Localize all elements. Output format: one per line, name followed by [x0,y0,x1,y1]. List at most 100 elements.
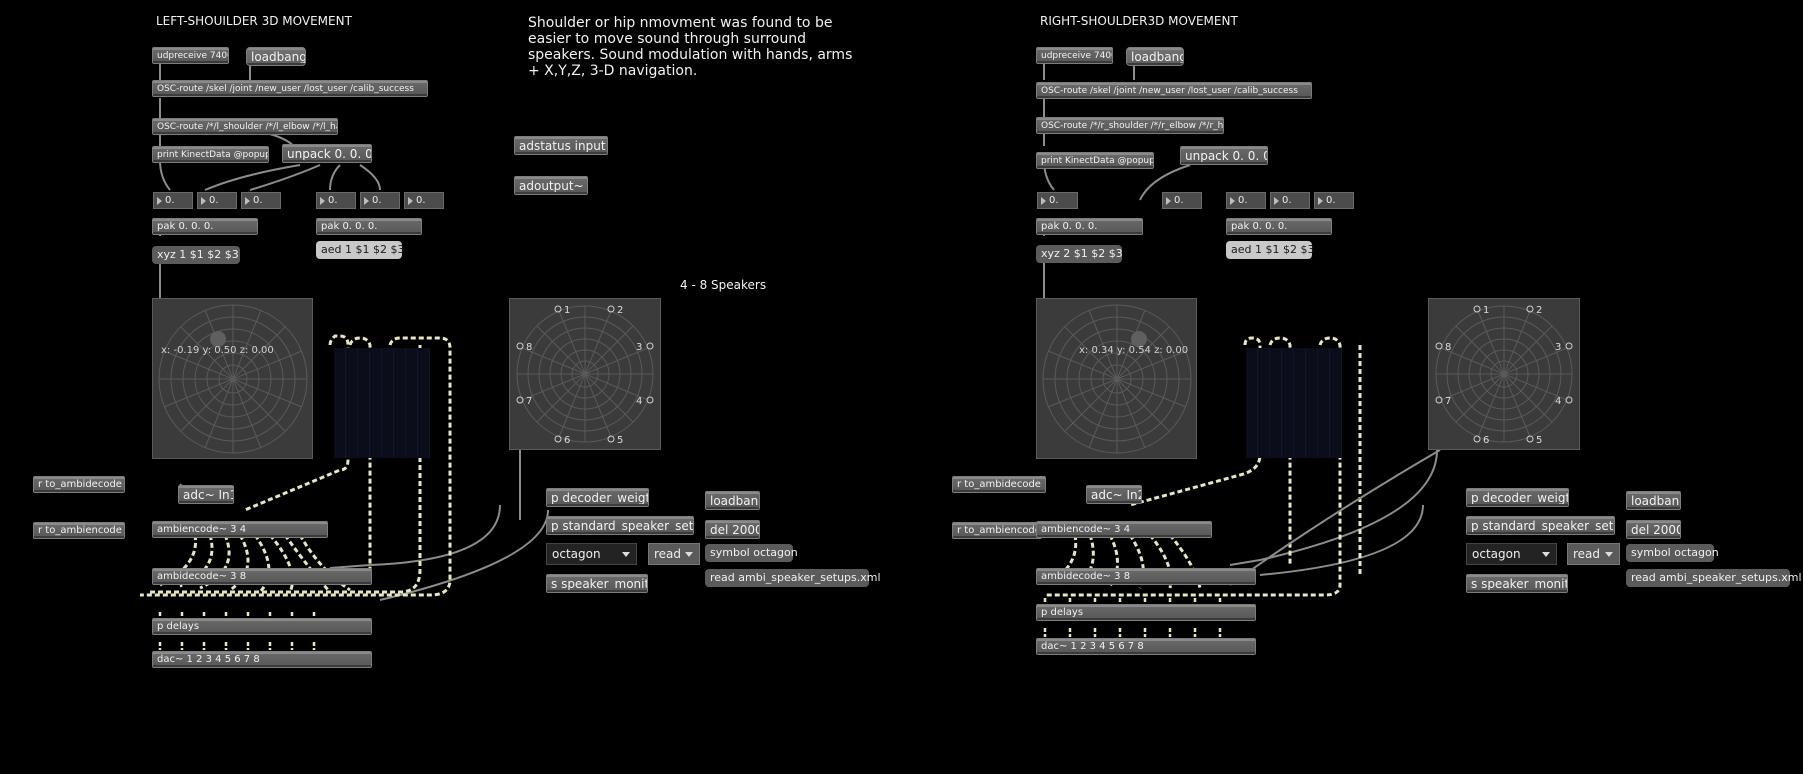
right-ambiencode[interactable]: ambiencode~ 3 4 [1036,521,1212,538]
right-symbol-octagon-message[interactable]: symbol octagon [1626,544,1719,562]
adstatus-input[interactable]: adstatus input 2 [514,136,608,155]
right-number-d[interactable]: 0. [1314,192,1354,209]
right-unpack[interactable]: unpack 0. 0. 0. [1180,146,1268,165]
left-aed-message[interactable]: aed 1 $1 $2 $3 [316,241,404,259]
number-arrow-icon [1041,197,1046,205]
left-ambidecode[interactable]: ambidecode~ 3 8 [152,568,372,585]
right-number-a[interactable]: 0. [1226,192,1266,209]
standard-speaker-setups-patcher[interactable]: p standard_speaker_setups [546,516,694,535]
number-arrow-icon [1230,197,1235,205]
left-level-meters [334,348,430,458]
symbol-octagon-message[interactable]: symbol octagon [705,544,798,562]
right-r-ambidecode[interactable]: r to_ambidecode [952,476,1046,493]
right-level-meters [1246,348,1342,458]
adoutput[interactable]: adoutput~ 2 [514,176,588,195]
speaker-7-label: 7 [526,396,532,407]
left-print-kinect[interactable]: print KinectData @popup 1 [152,146,269,163]
read-xml-message[interactable]: read ambi_speaker_setups.xml [705,569,881,587]
left-section-title: LEFT-SHOUILDER 3D MOVEMENT [156,14,352,28]
left-r-ambiencode[interactable]: r to_ambiencode [33,522,125,539]
right-r-ambiencode[interactable]: r to_ambiencode [952,522,1042,539]
left-pak-xyz[interactable]: pak 0. 0. 0. [152,218,258,235]
left-number-e[interactable]: 0. [360,192,400,209]
right-pak-aed[interactable]: pak 0. 0. 0. [1226,218,1332,235]
right-speaker-grid: 1 2 3 4 5 6 7 8 [1435,305,1573,446]
right-read-menu[interactable]: read [1567,543,1620,565]
speaker-3-label: 3 [1555,342,1561,353]
chevron-down-icon [1605,552,1613,557]
right-adc[interactable]: adc~ In2 [1086,485,1142,504]
left-ambiencode[interactable]: ambiencode~ 3 4 [152,521,328,538]
left-number-d[interactable]: 0. [404,192,444,209]
left-dac[interactable]: dac~ 1 2 3 4 5 6 7 8 [152,651,372,668]
right-speaker-monitor[interactable]: 1 2 3 4 5 6 7 8 [1428,298,1580,450]
number-arrow-icon [1166,197,1171,205]
left-number-z[interactable]: 0. [241,192,281,209]
left-radar-grid [158,304,308,454]
left-xyz-message[interactable]: xyz 1 $1 $2 $3 [152,246,240,264]
right-s-speaker-monitor[interactable]: s speaker_monitor [1466,574,1568,593]
right-delays[interactable]: p delays [1036,604,1256,621]
left-number-x[interactable]: 0. [153,192,193,209]
decoder-weights-patcher[interactable]: p decoder_weigths [546,488,649,507]
right-section-title: RIGHT-SHOULDER3D MOVEMENT [1040,14,1238,28]
right-udpreceive[interactable]: udpreceive 7400 [1036,47,1113,64]
left-osc-route-skel[interactable]: OSC-route /skel /joint /new_user /lost_u… [152,80,428,97]
left-speaker-monitor[interactable]: 1 2 3 4 5 6 7 8 [509,298,661,450]
speaker-1-label: 1 [1483,305,1489,316]
left-delays[interactable]: p delays [152,618,372,635]
left-pak-aed[interactable]: pak 0. 0. 0. [316,218,422,235]
description-comment: Shoulder or hip nmovment was found to be… [528,15,853,79]
number-arrow-icon [364,197,369,205]
right-standard-speaker-setups-patcher[interactable]: p standard_speaker_setups [1466,516,1615,535]
left-number-y[interactable]: 0. [197,192,237,209]
left-unpack[interactable]: unpack 0. 0. 0. [282,144,372,163]
del-2000[interactable]: del 2000 [705,520,760,539]
left-r-ambidecode[interactable]: r to_ambidecode [33,476,125,493]
speakers-label: 4 - 8 Speakers [680,278,767,292]
right-dac[interactable]: dac~ 1 2 3 4 5 6 7 8 [1036,638,1256,655]
right-osc-route-joints[interactable]: OSC-route /*/r_shoulder /*/r_elbow /*/r_… [1036,117,1224,134]
left-speaker-grid: 1 2 3 4 5 6 7 8 [516,305,654,446]
speaker-setup-menu[interactable]: octagon [546,543,637,565]
right-radar-grid [1042,304,1192,454]
right-ambidecode[interactable]: ambidecode~ 3 8 [1036,568,1256,585]
right-osc-route-skel[interactable]: OSC-route /skel /joint /new_user /lost_u… [1036,82,1312,99]
left-number-a[interactable]: 0. [316,192,356,209]
speaker-4-label: 4 [1555,396,1561,407]
right-decoder-weights-patcher[interactable]: p decoder_weigths [1466,488,1569,507]
s-speaker-monitor[interactable]: s speaker_monitor [546,574,648,593]
speaker-5-label: 5 [1536,435,1542,446]
right-pak-xyz[interactable]: pak 0. 0. 0. [1036,218,1143,235]
left-udpreceive[interactable]: udpreceive 7400 [152,47,229,64]
left-loadbang[interactable]: loadbang [246,47,306,66]
speaker-5-label: 5 [617,435,623,446]
right-aed-message[interactable]: aed 1 $1 $2 $3 [1226,241,1314,259]
speaker-8-label: 8 [526,342,532,353]
number-arrow-icon [408,197,413,205]
right-print-kinect[interactable]: print KinectData @popup 1 [1036,152,1154,169]
right-speaker-setup-menu[interactable]: octagon [1466,543,1557,565]
left-coordinate-readout: x: -0.19 y: 0.50 z: 0.00 [161,345,274,356]
left-osc-route-joints[interactable]: OSC-route /*/l_shoulder /*/l_elbow /*/l_… [152,118,338,135]
speaker-3-label: 3 [636,342,642,353]
right-ambimonitor-xy[interactable]: x: 0.34 y: 0.54 z: 0.00 [1036,298,1197,459]
left-adc[interactable]: adc~ In1 [178,485,234,504]
right-number-y[interactable]: 0. [1162,192,1202,209]
speaker-8-label: 8 [1445,342,1451,353]
right-number-x[interactable]: 0. [1037,192,1078,209]
right-loadbang[interactable]: loadbang [1126,47,1184,66]
loadbang-center[interactable]: loadbang [705,491,760,510]
right-read-xml-message[interactable]: read ambi_speaker_setups.xml [1626,569,1802,587]
number-arrow-icon [1318,197,1323,205]
right-loadbang-2[interactable]: loadbang [1626,491,1681,510]
number-arrow-icon [320,197,325,205]
right-del-2000[interactable]: del 2000 [1626,520,1681,539]
number-arrow-icon [201,197,206,205]
number-arrow-icon [245,197,250,205]
read-menu[interactable]: read [648,543,700,565]
left-ambimonitor-xy[interactable]: x: -0.19 y: 0.50 z: 0.00 [152,298,313,459]
right-xyz-message[interactable]: xyz 2 $1 $2 $3 [1036,245,1123,263]
right-number-e[interactable]: 0. [1270,192,1310,209]
speaker-4-label: 4 [636,396,642,407]
